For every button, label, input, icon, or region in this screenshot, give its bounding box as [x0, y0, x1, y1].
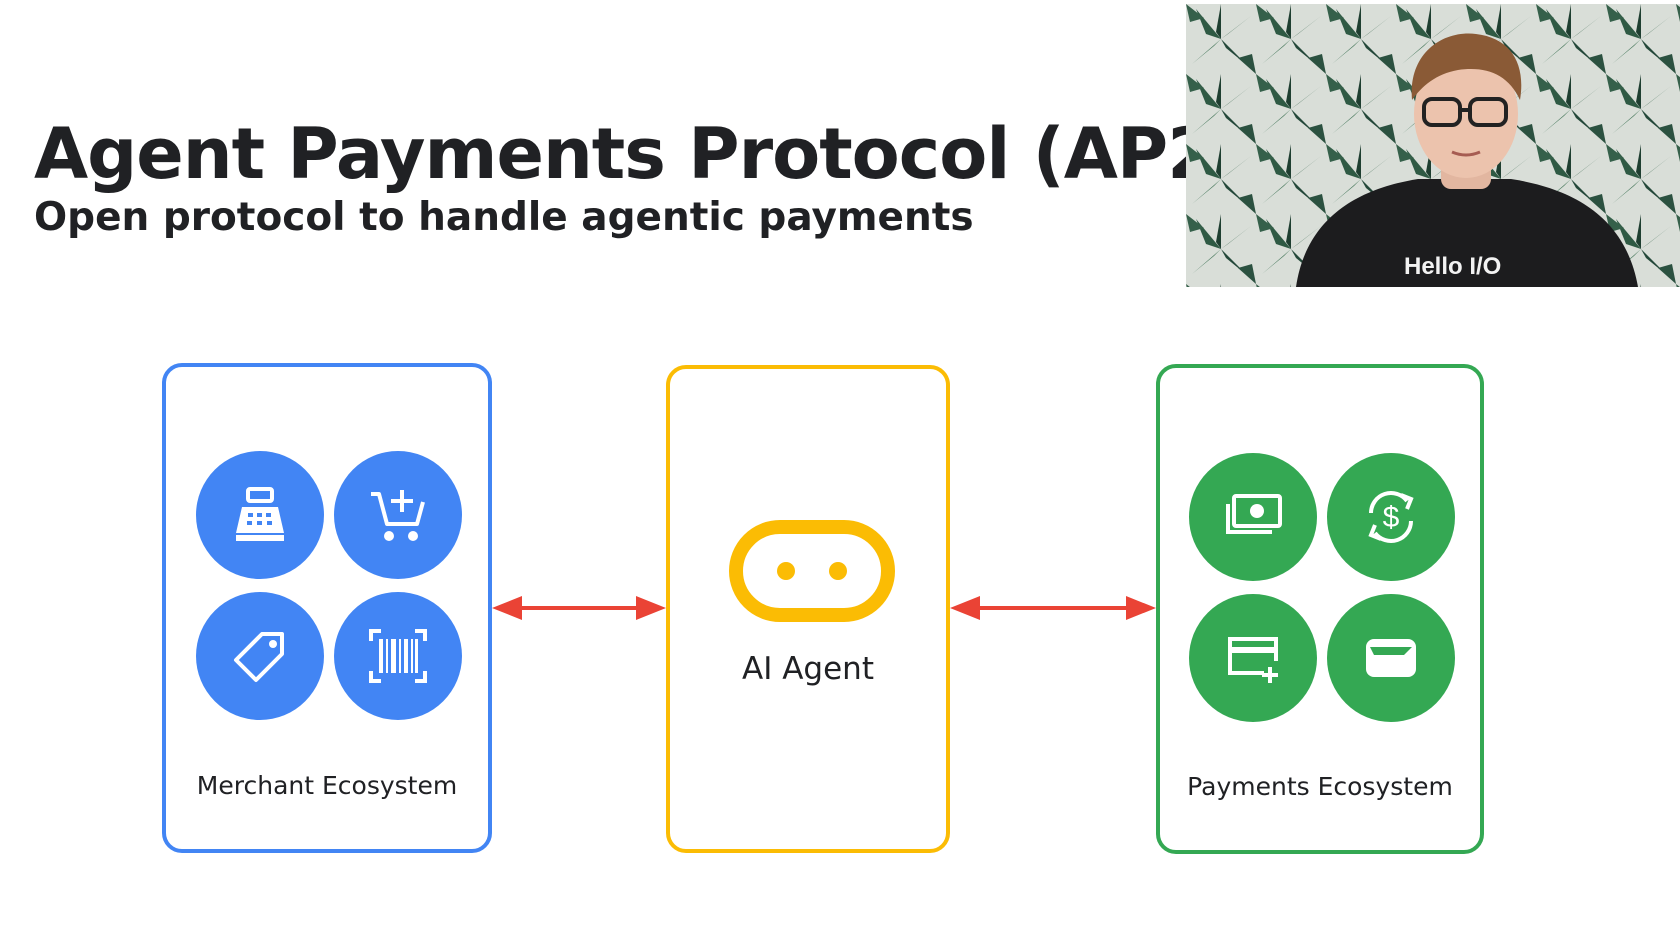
ai-agent-box: AI Agent	[666, 365, 950, 853]
slide-subtitle: Open protocol to handle agentic payments	[34, 195, 974, 240]
currency-exchange-icon: $	[1327, 453, 1455, 581]
slide-title: Agent Payments Protocol (AP2)	[34, 113, 1247, 195]
payments-ecosystem-box: $ Payments Ecosystem	[1156, 364, 1484, 854]
shirt-text: Hello I/O	[1404, 253, 1501, 280]
presenter-video-frame: Hello I/O	[1186, 4, 1680, 287]
wallet-icon	[1327, 594, 1455, 722]
price-tag-icon	[196, 592, 324, 720]
presenter-webcam: Hello I/O	[1186, 4, 1680, 287]
merchant-ecosystem-label: Merchant Ecosystem	[196, 771, 458, 800]
money-bills-icon	[1189, 453, 1317, 581]
add-card-icon	[1189, 594, 1317, 722]
svg-text:$: $	[1383, 501, 1400, 534]
robot-face-icon	[729, 520, 895, 622]
barcode-scanner-icon	[334, 592, 462, 720]
payments-ecosystem-label: Payments Ecosystem	[1187, 772, 1453, 801]
ai-agent-label: AI Agent	[742, 651, 874, 687]
merchant-ecosystem-box: Merchant Ecosystem	[162, 363, 492, 853]
merchant-agent-arrow	[492, 596, 666, 620]
cash-register-icon	[196, 451, 324, 579]
add-to-cart-icon	[334, 451, 462, 579]
agent-payments-arrow	[950, 596, 1156, 620]
